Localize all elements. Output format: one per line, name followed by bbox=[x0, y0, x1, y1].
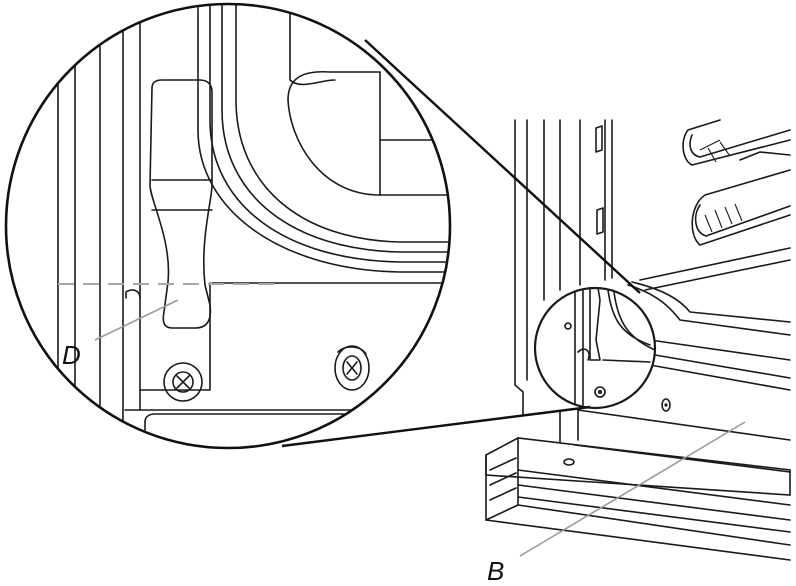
callout-d-label: D bbox=[62, 340, 81, 370]
appliance-body bbox=[514, 119, 791, 446]
callout-d-leader bbox=[94, 299, 179, 341]
screw-right bbox=[334, 345, 370, 391]
callout-b-leader bbox=[519, 421, 746, 557]
callout-b-label: B bbox=[487, 556, 504, 586]
detail-circle-border bbox=[4, 2, 452, 450]
detail-connector-top bbox=[364, 39, 641, 294]
screw-left bbox=[163, 362, 203, 402]
drawer-tray bbox=[485, 437, 791, 561]
detail-circle-bg bbox=[6, 4, 450, 448]
detail-connector-bottom bbox=[281, 405, 591, 448]
detail-source-circle bbox=[533, 286, 657, 410]
shelf-rails bbox=[639, 119, 791, 281]
